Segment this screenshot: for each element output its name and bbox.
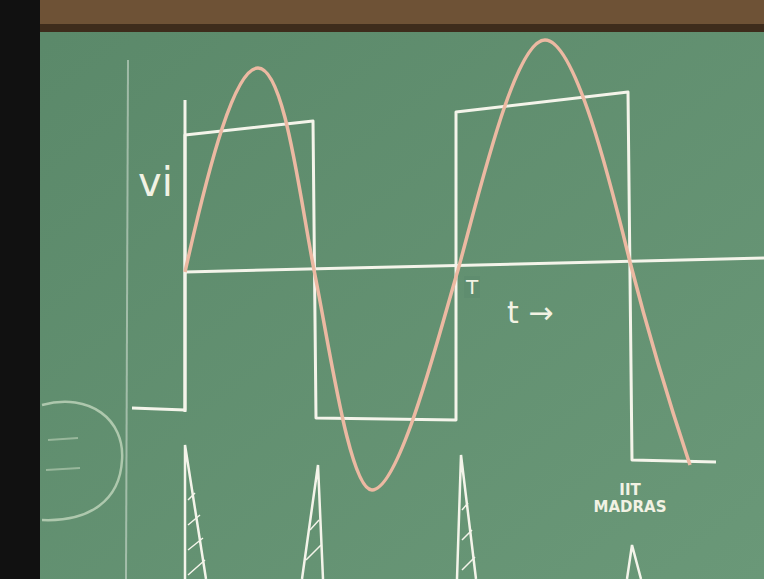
- spike: [457, 455, 476, 579]
- spike: [185, 445, 206, 579]
- spike-hatch: [462, 503, 475, 570]
- spike: [627, 545, 641, 579]
- note-scribble: [46, 438, 80, 470]
- spike: [302, 465, 323, 579]
- circled-note: [42, 402, 122, 520]
- spike-train: [185, 445, 641, 579]
- signal-name: vi: [136, 160, 175, 204]
- wood-frame-edge: [0, 24, 764, 32]
- left-shadow: [0, 0, 40, 579]
- square-wave: [132, 92, 716, 462]
- period-label: T: [464, 276, 480, 298]
- spike-hatch: [188, 493, 205, 575]
- spike-hatch: [306, 520, 321, 560]
- sine-wave: [185, 40, 690, 490]
- watermark: IIT MADRAS: [588, 482, 672, 515]
- axis-label: t →: [505, 296, 555, 329]
- board-edge-line: [126, 60, 128, 579]
- time-axis: [185, 258, 764, 272]
